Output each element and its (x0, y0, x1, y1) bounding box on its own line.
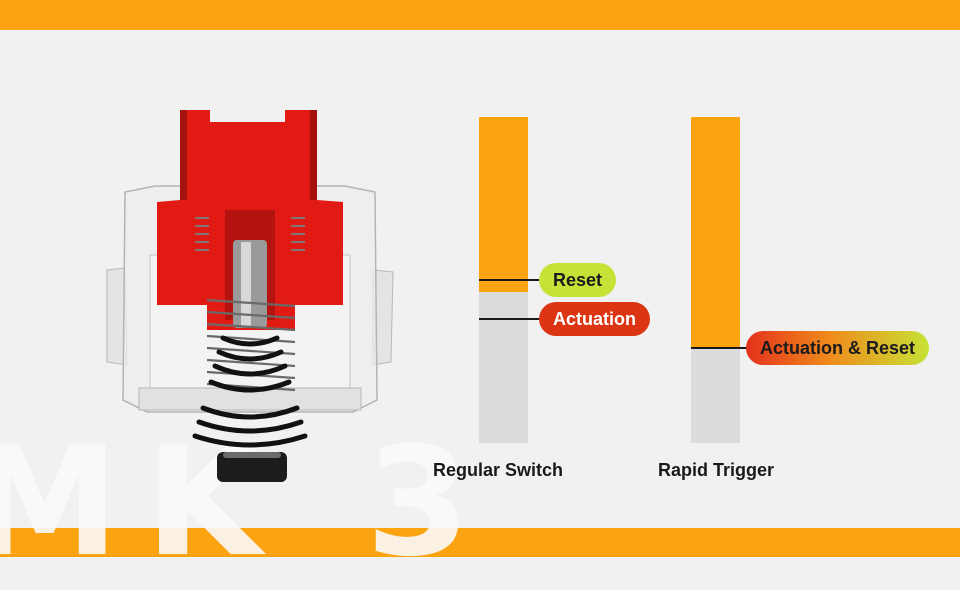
rapid-trigger-bar (691, 117, 740, 443)
reset-marker (479, 279, 541, 281)
actuation-pill: Actuation (539, 302, 650, 337)
upper-springs (195, 217, 305, 251)
switch-illustration (106, 110, 394, 482)
bottom-accent-band (0, 528, 960, 557)
actuation-marker (479, 318, 541, 321)
reset-pill: Reset (539, 263, 617, 297)
actuation-reset-marker (691, 347, 753, 350)
hall-sensor-top (223, 452, 281, 458)
magnet-highlight (241, 242, 251, 326)
regular-switch-caption: Regular Switch (432, 460, 564, 480)
regular-switch-fill (479, 117, 528, 292)
sensing-waves (192, 335, 308, 448)
rapid-trigger-fill (691, 117, 740, 349)
rapid-trigger-caption: Rapid Trigger (657, 460, 774, 480)
actuation-reset-pill: Actuation & Reset (746, 331, 930, 366)
hall-sensor (217, 452, 287, 482)
top-accent-band (0, 0, 960, 30)
